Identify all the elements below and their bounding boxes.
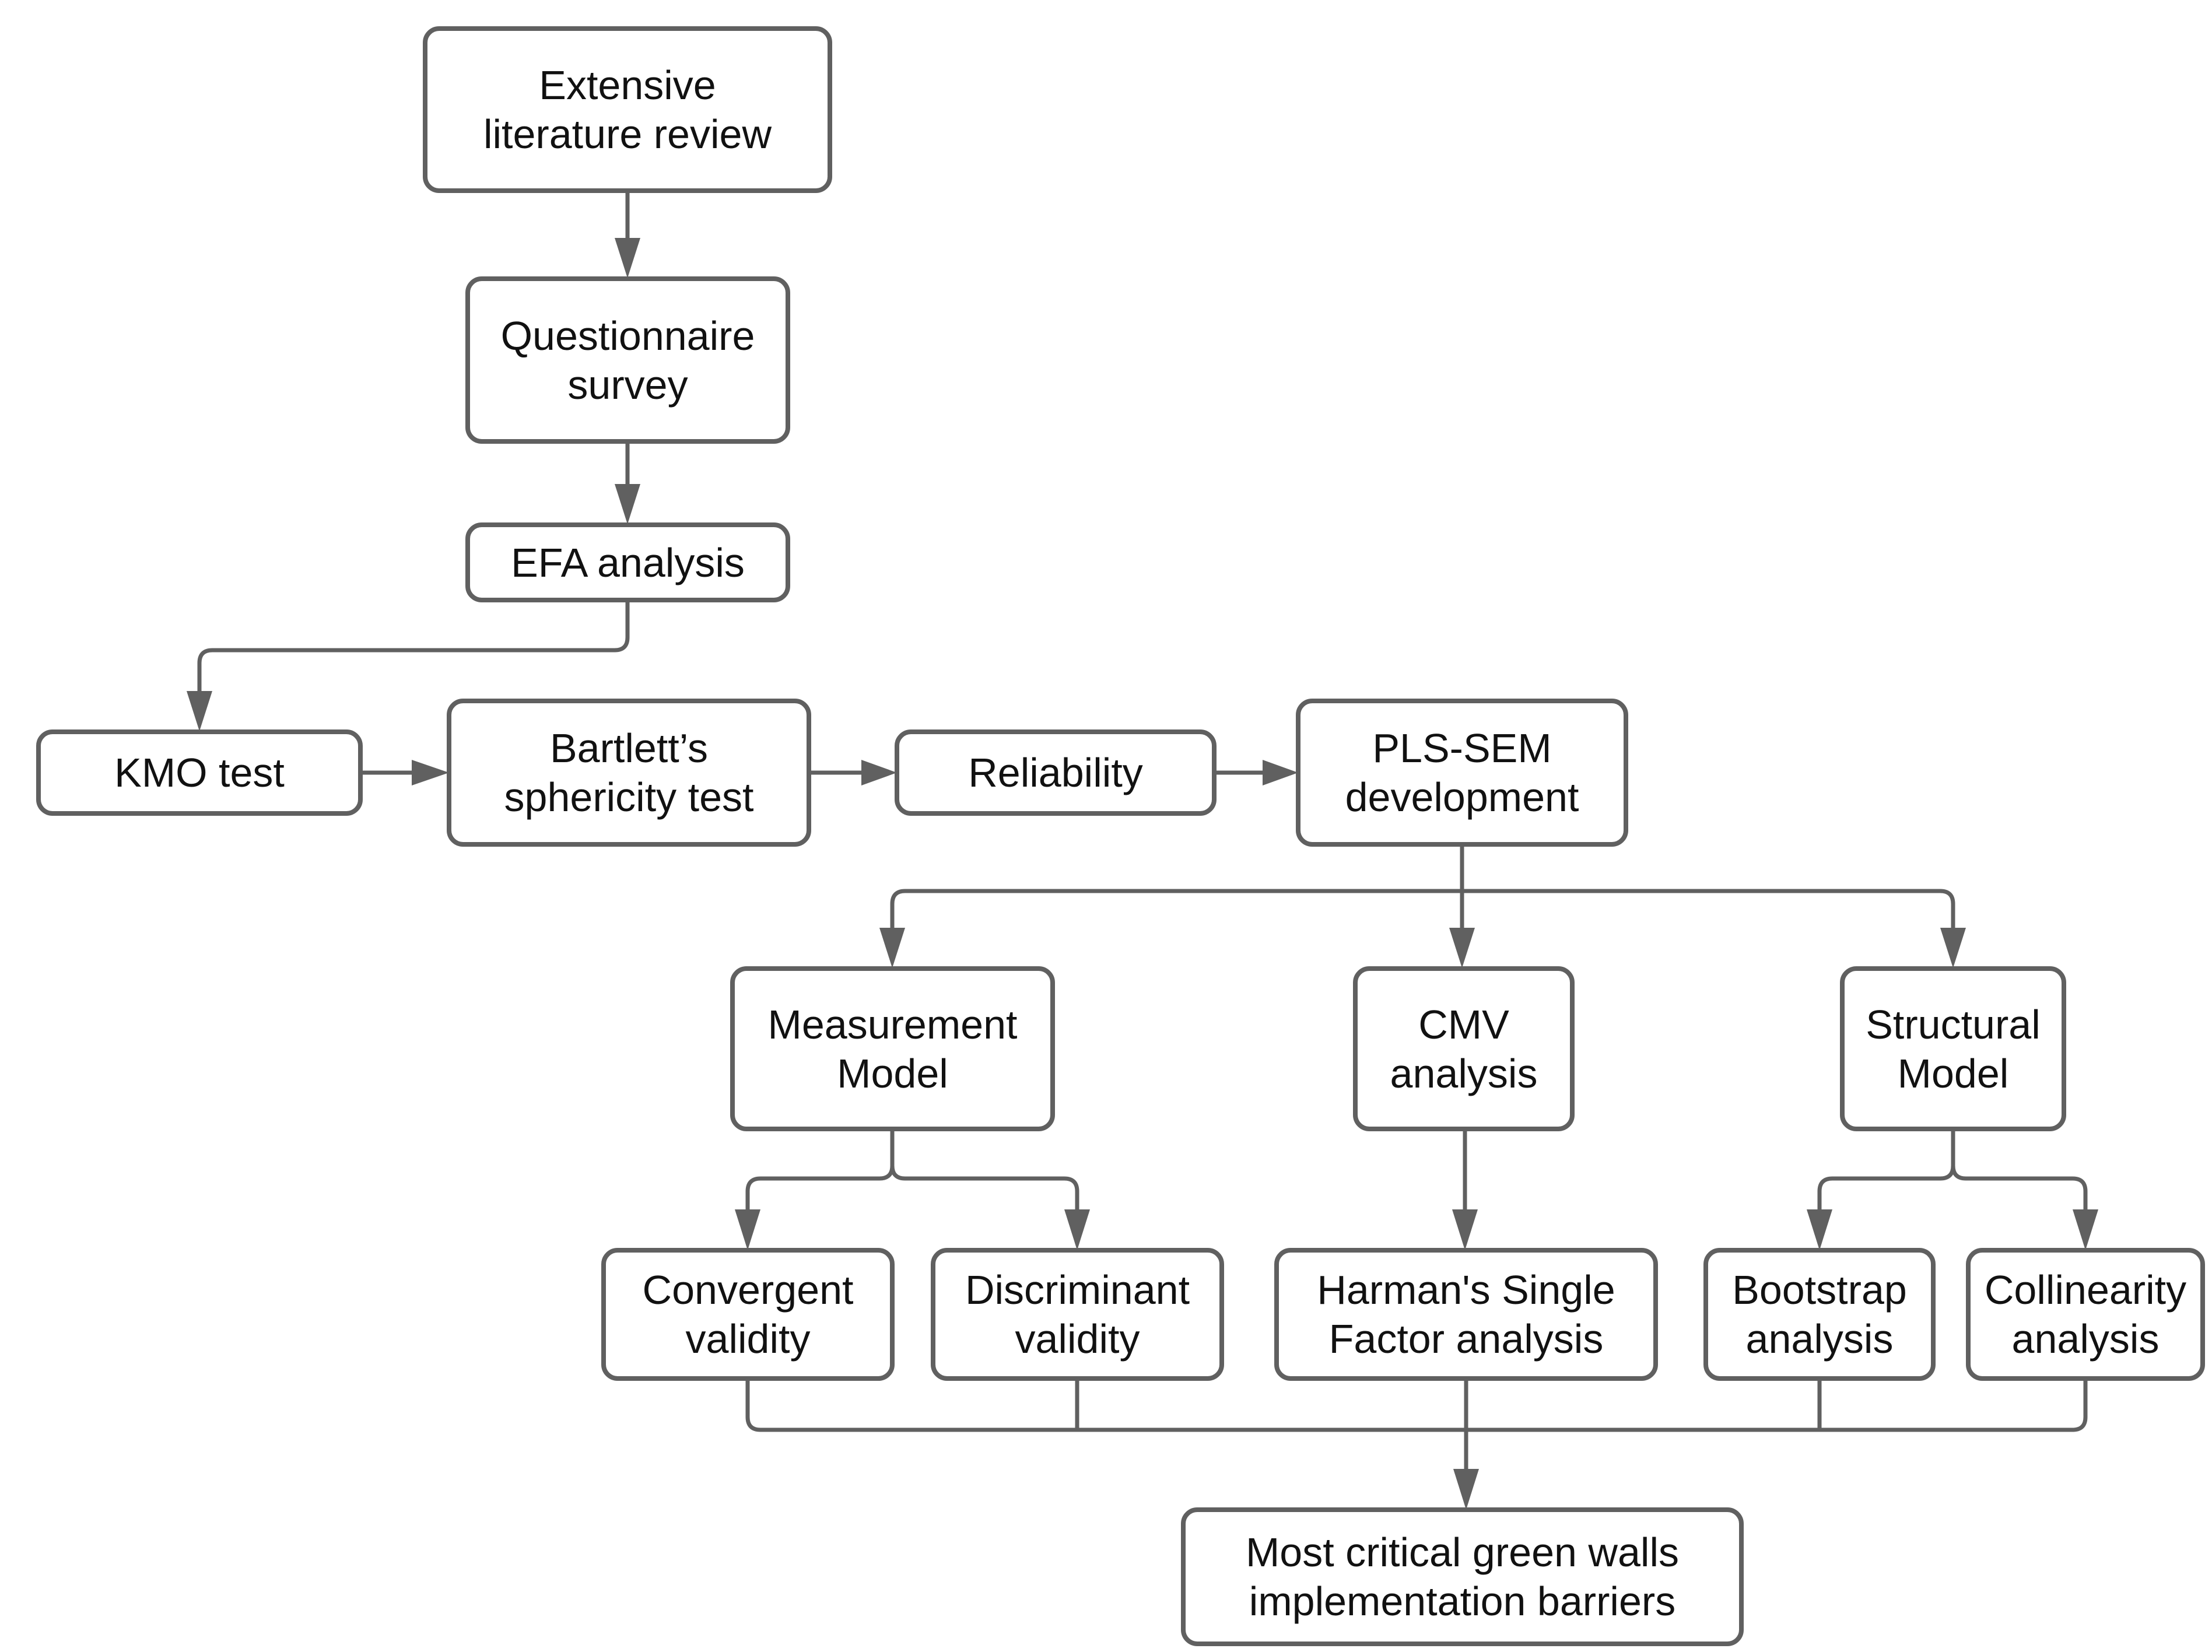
arrowhead bbox=[187, 691, 212, 731]
node-label: Bartlett’s sphericity test bbox=[504, 725, 754, 820]
node-extensive-literature-review: Extensive literature review bbox=[423, 26, 832, 193]
connector-bartlett-to-reliability bbox=[809, 760, 897, 785]
arrowhead bbox=[1807, 1209, 1832, 1250]
node-reliability: Reliability bbox=[895, 729, 1217, 816]
node-kmo-test: KMO test bbox=[36, 729, 363, 816]
connector-questionnaire-to-efa bbox=[615, 441, 640, 524]
arrowhead bbox=[412, 760, 449, 785]
connector-efa-to-kmo bbox=[187, 599, 630, 731]
arrowhead bbox=[879, 928, 905, 968]
node-label: Extensive literature review bbox=[483, 62, 772, 157]
node-label: EFA analysis bbox=[511, 539, 745, 585]
connector-literature-to-questionnaire bbox=[615, 190, 640, 278]
node-label: Collinearity analysis bbox=[1984, 1267, 2187, 1362]
node-efa-analysis: EFA analysis bbox=[465, 522, 790, 602]
node-bartletts-sphericity-test: Bartlett’s sphericity test bbox=[447, 699, 811, 847]
node-label: PLS-SEM development bbox=[1345, 725, 1579, 820]
node-label: Questionnaire survey bbox=[500, 313, 755, 408]
connector-line bbox=[890, 889, 1955, 928]
arrowhead bbox=[615, 484, 640, 524]
arrowhead bbox=[1452, 1209, 1478, 1250]
connector-line bbox=[1951, 1165, 2088, 1209]
node-label: Harman's Single Factor analysis bbox=[1317, 1267, 1615, 1362]
arrowhead bbox=[1453, 1469, 1479, 1510]
node-label: Bootstrap analysis bbox=[1732, 1267, 1907, 1362]
connector-line bbox=[197, 599, 630, 691]
node-convergent-validity: Convergent validity bbox=[601, 1248, 895, 1381]
connector-structural-branches bbox=[1807, 1129, 2098, 1250]
node-collinearity-analysis: Collinearity analysis bbox=[1966, 1248, 2205, 1381]
arrowhead bbox=[1449, 928, 1475, 968]
arrowhead bbox=[1064, 1209, 1090, 1250]
node-label: Convergent validity bbox=[642, 1267, 854, 1362]
node-label: CMV analysis bbox=[1390, 1001, 1538, 1096]
node-harmans-single-factor-analysis: Harman's Single Factor analysis bbox=[1274, 1248, 1658, 1381]
node-label: KMO test bbox=[114, 750, 285, 795]
connector-line bbox=[1817, 1129, 1955, 1209]
arrowhead bbox=[2073, 1209, 2098, 1250]
node-bootstrap-analysis: Bootstrap analysis bbox=[1703, 1248, 1936, 1381]
connector-plssem-branches bbox=[879, 844, 1966, 968]
connector-measurement-branches bbox=[735, 1129, 1090, 1250]
connector-kmo-to-bartlett bbox=[360, 760, 449, 785]
node-cmv-analysis: CMV analysis bbox=[1353, 966, 1575, 1131]
connector-line bbox=[745, 1379, 2088, 1432]
node-discriminant-validity: Discriminant validity bbox=[931, 1248, 1224, 1381]
connector-cmv-to-harman bbox=[1452, 1129, 1478, 1250]
node-structural-model: Structural Model bbox=[1840, 966, 2066, 1131]
node-label: Reliability bbox=[968, 750, 1143, 795]
node-measurement-model: Measurement Model bbox=[730, 966, 1055, 1131]
connector-line bbox=[890, 1165, 1079, 1209]
arrowhead bbox=[735, 1209, 760, 1250]
node-questionnaire-survey: Questionnaire survey bbox=[465, 276, 790, 444]
connector-collector-to-final bbox=[745, 1379, 2088, 1510]
arrowhead bbox=[615, 238, 640, 278]
node-label: Measurement Model bbox=[767, 1001, 1018, 1096]
arrowhead bbox=[1263, 760, 1298, 785]
connector-line bbox=[745, 1129, 895, 1209]
node-label: Most critical green walls implementation… bbox=[1246, 1530, 1679, 1624]
node-most-critical-barriers: Most critical green walls implementation… bbox=[1181, 1507, 1744, 1646]
node-pls-sem-development: PLS-SEM development bbox=[1296, 699, 1628, 847]
node-label: Structural Model bbox=[1866, 1001, 2041, 1096]
arrowhead bbox=[1940, 928, 1966, 968]
node-label: Discriminant validity bbox=[965, 1267, 1190, 1362]
connector-reliability-to-plssem bbox=[1214, 760, 1298, 785]
arrowhead bbox=[861, 760, 897, 785]
